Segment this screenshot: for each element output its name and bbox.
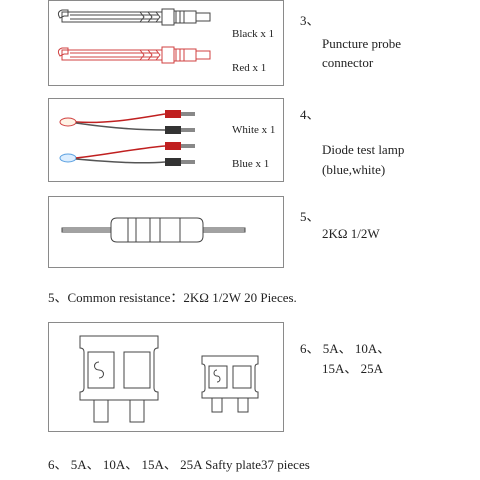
white-lamp-label: White x 1	[232, 124, 276, 136]
black-probe-label: Black x 1	[232, 28, 275, 40]
red-probe-label: Red x 1	[232, 62, 267, 74]
large-fuse-icon	[79, 335, 159, 423]
fuse-spec-line1: 6、 5A、 10A、	[300, 341, 391, 356]
red-probe-icon	[57, 46, 211, 64]
item3-number: 3、	[300, 13, 320, 28]
item5-number: 5、	[300, 209, 320, 224]
small-fuse-icon	[201, 355, 259, 413]
blue-lamp-label: Blue x 1	[232, 158, 270, 170]
fuse-caption: 6、 5A、 10A、 15A、 25A Safty plate37 piece…	[48, 457, 310, 472]
resistor-value: 2KΩ 1/2W	[322, 226, 380, 241]
resistor-icon	[61, 217, 246, 243]
white-lamp-icon	[59, 110, 195, 134]
item3-title-line1: Puncture probe	[322, 36, 402, 51]
resistor-caption: 5、Common resistance：2KΩ 1/2W 20 Pieces.	[48, 290, 297, 305]
fuse-spec-line2: 15A、 25A	[322, 361, 384, 376]
item3-title-line2: connector	[322, 55, 374, 70]
probe-connector-panel	[48, 0, 284, 86]
item4-number: 4、	[300, 107, 320, 122]
black-probe-icon	[57, 8, 211, 26]
item4-title-line2: (blue,white)	[322, 162, 386, 177]
item4-title-line1: Diode test lamp	[322, 142, 405, 157]
blue-lamp-icon	[59, 142, 195, 166]
